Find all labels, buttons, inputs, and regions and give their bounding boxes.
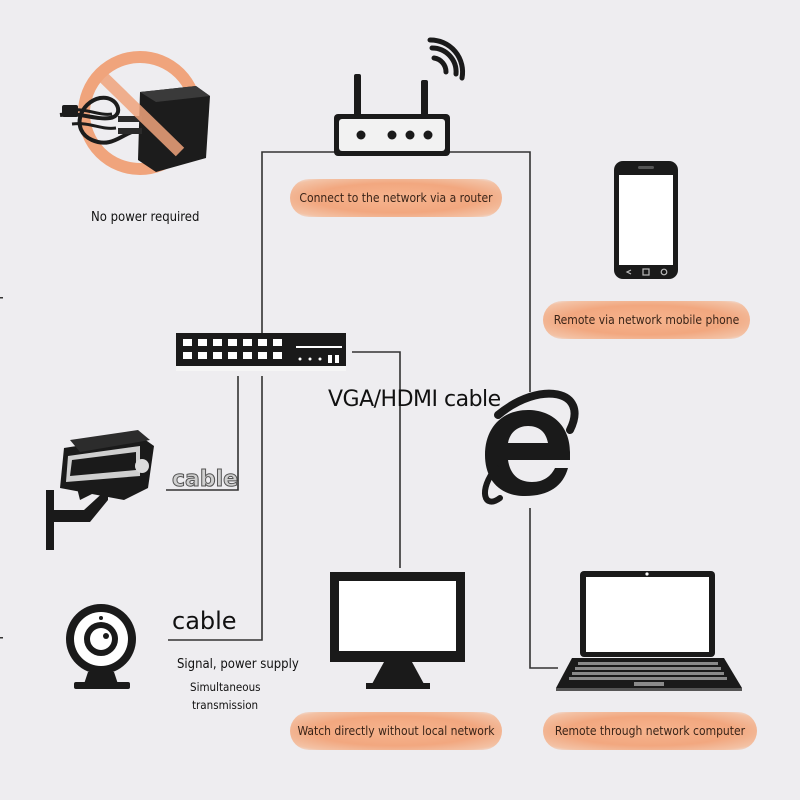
no-power-label: No power required [91,210,200,225]
edge-tick [0,637,3,639]
webcam-icon [66,604,136,689]
router-internet-line [448,151,531,392]
simultaneous-label: Simultaneous [190,680,261,694]
phone-pill: Remote via network mobile phone [543,301,750,339]
edge-tick [0,297,3,299]
switch-router-line [261,151,336,336]
wifi-icon [427,37,466,81]
no-power-graphic [59,51,210,175]
switch-monitor-line [352,351,401,568]
camera-cable-label: cable [171,467,239,493]
security-camera-icon [46,430,154,550]
network-switch-icon [176,333,346,371]
computer-pill: Remote through network computer [543,712,757,750]
connection-lines [166,151,558,669]
laptop-icon [556,571,742,691]
switch-camera-line [166,376,239,491]
switch-webcam-line [168,376,263,641]
transmission-label: transmission [192,698,259,712]
power-adapter-icon [59,86,210,172]
signal-power-label: Signal, power supply [177,657,299,672]
webcam-cable-label: cable [172,607,237,635]
internet-laptop-line [529,508,558,669]
internet-explorer-icon [482,389,579,505]
router-icon [334,74,450,156]
smartphone-icon [614,161,678,279]
monitor-pill: Watch directly without local network [290,712,502,750]
vga-hdmi-label: VGA/HDMI cable [328,387,501,412]
monitor-icon [330,572,465,689]
router-pill: Connect to the network via a router [290,179,502,217]
